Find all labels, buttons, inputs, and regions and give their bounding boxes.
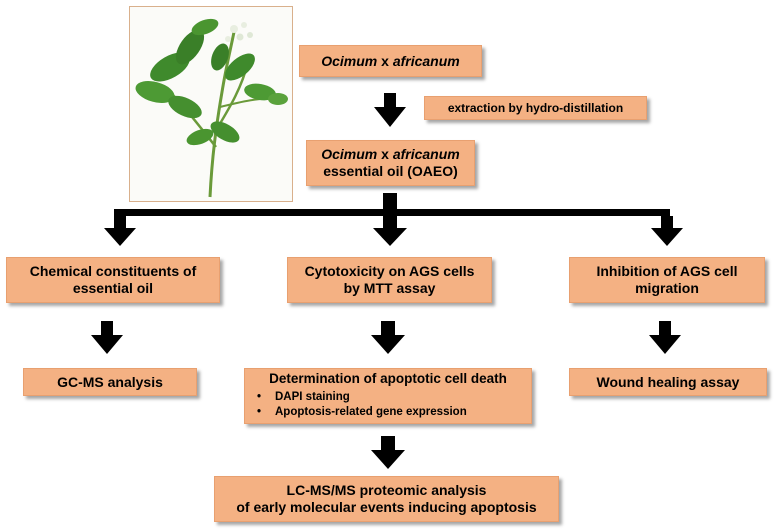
wound-label: Wound healing assay xyxy=(596,373,740,390)
essential-oil-box: Ocimum x africanum essential oil (OAEO) xyxy=(306,140,475,186)
migration-box: Inhibition of AGS cell migration xyxy=(569,257,765,303)
species-genus: Ocimum xyxy=(321,52,378,69)
arrow-to-wound xyxy=(649,321,681,354)
arrow-to-proteomic xyxy=(371,436,405,469)
apoptosis-title: Determination of apoptotic cell death xyxy=(269,371,507,387)
chem-line2: essential oil xyxy=(72,280,154,296)
apoptosis-item-dapi: DAPI staining xyxy=(253,390,467,406)
cyto-line1: Cytotoxicity on AGS cells xyxy=(304,263,475,280)
arrow-species-to-oil xyxy=(374,93,406,127)
proteomic-line2: of early molecular events inducing apopt… xyxy=(236,499,537,515)
arrow-to-cytotoxicity xyxy=(373,216,407,246)
species-box: Ocimum x africanum xyxy=(299,45,482,77)
wound-healing-box: Wound healing assay xyxy=(569,368,767,396)
connector-bar xyxy=(114,209,670,216)
arrow-to-apoptosis xyxy=(371,321,405,354)
apoptosis-list: DAPI staining Apoptosis-related gene exp… xyxy=(253,390,467,421)
gcms-box: GC-MS analysis xyxy=(23,368,197,396)
extraction-label: extraction by hydro-distillation xyxy=(447,100,624,115)
migration-line2: migration xyxy=(635,280,699,296)
arrow-to-migration xyxy=(651,216,683,246)
cyto-line2: by MTT assay xyxy=(343,280,436,296)
connector-stem xyxy=(383,193,397,213)
oil-epithet: africanum xyxy=(392,146,460,163)
chemical-constituents-box: Chemical constituents of essential oil xyxy=(6,257,220,303)
species-x: x xyxy=(381,52,389,69)
oil-line2: essential oil (OAEO) xyxy=(323,163,458,179)
apoptosis-item-gene: Apoptosis-related gene expression xyxy=(253,405,467,421)
oil-x: x xyxy=(381,146,389,163)
migration-line1: Inhibition of AGS cell xyxy=(596,263,738,280)
apoptosis-box: Determination of apoptotic cell death DA… xyxy=(244,368,532,424)
proteomic-box: LC-MS/MS proteomic analysis of early mol… xyxy=(214,476,559,522)
extraction-box: extraction by hydro-distillation xyxy=(424,96,647,120)
oil-genus: Ocimum xyxy=(321,146,378,163)
gcms-label: GC-MS analysis xyxy=(57,373,163,390)
basil-plant-icon xyxy=(135,18,288,198)
basil-plant-photo xyxy=(129,6,293,202)
arrow-to-chemical xyxy=(104,216,136,246)
chem-line1: Chemical constituents of xyxy=(29,263,197,280)
cytotoxicity-box: Cytotoxicity on AGS cells by MTT assay xyxy=(287,257,492,303)
species-epithet: africanum xyxy=(392,52,460,69)
proteomic-line1: LC-MS/MS proteomic analysis xyxy=(286,482,487,499)
arrow-to-gcms xyxy=(91,321,123,354)
